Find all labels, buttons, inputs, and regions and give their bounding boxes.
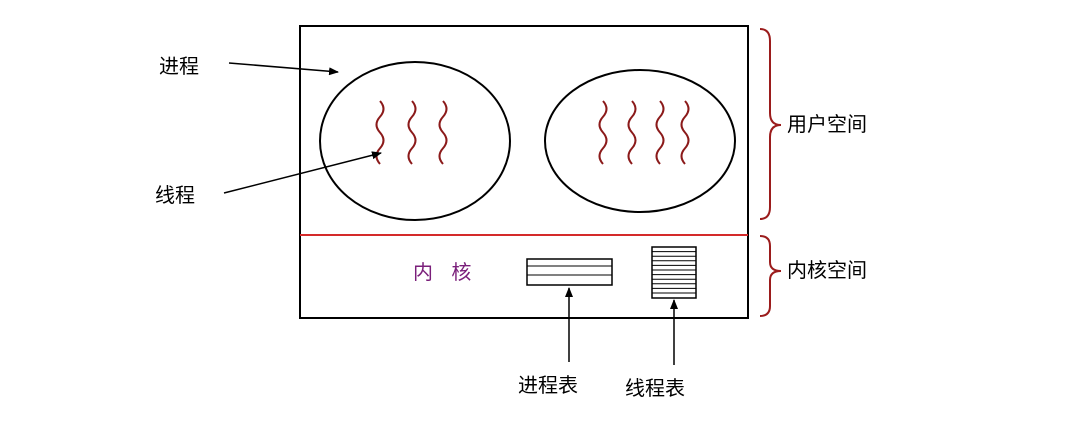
thread-squiggle (407, 100, 417, 165)
thread-arrow (223, 151, 382, 194)
thread-label: 线程 (155, 183, 195, 207)
thread-squiggle (627, 100, 637, 165)
process-circle-2 (544, 69, 736, 213)
thread-squiggle (680, 100, 690, 165)
process-table (526, 258, 613, 286)
kernel-space-brace (759, 235, 782, 317)
user-space-brace (759, 28, 782, 220)
process-table-label: 进程表 (518, 373, 578, 397)
kernel-space-label: 内核空间 (787, 258, 867, 282)
system-box (299, 25, 749, 319)
process-arrow (228, 62, 339, 76)
thread-squiggle (598, 100, 608, 165)
kernel-label: 内 核 (413, 260, 477, 284)
thread-squiggle (655, 100, 665, 165)
thread-table (651, 246, 697, 299)
thread-table-label: 线程表 (625, 376, 685, 400)
process-label: 进程 (159, 54, 199, 78)
user-space-label: 用户空间 (787, 112, 867, 136)
thread-group (375, 100, 690, 165)
thread-squiggle (438, 100, 448, 165)
process-circle-1 (319, 61, 511, 221)
